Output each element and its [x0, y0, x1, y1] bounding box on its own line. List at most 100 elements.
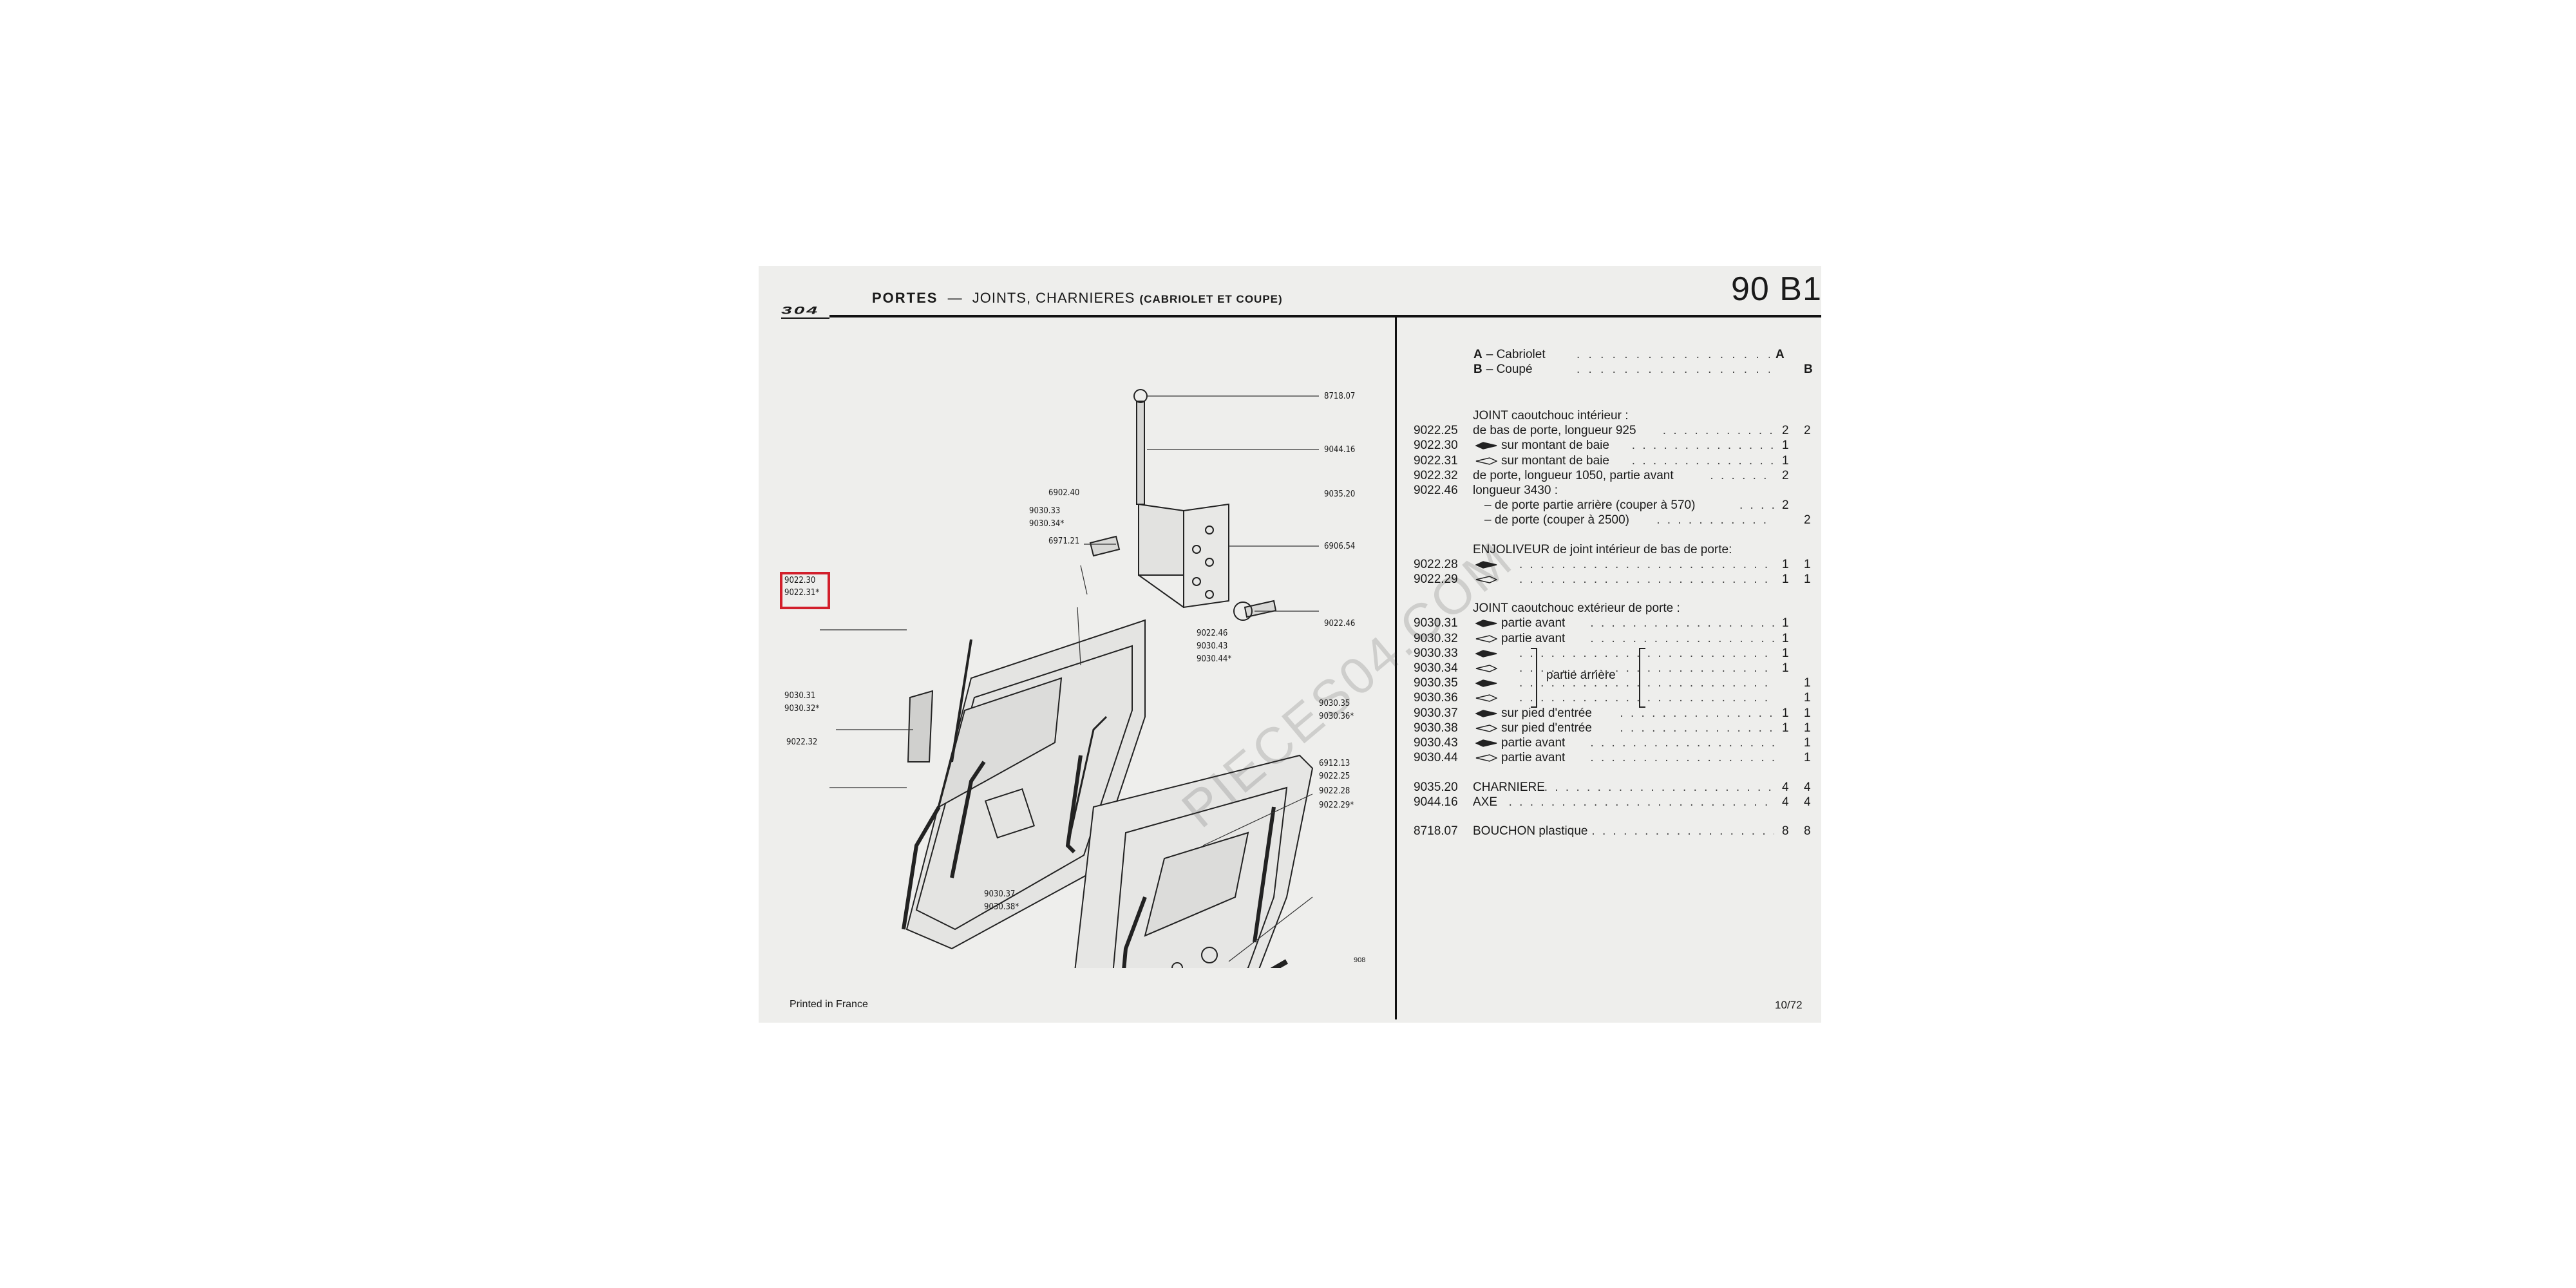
qty-coupe: 4 — [1804, 795, 1811, 809]
group-heading: JOINT caoutchouc extérieur de porte : — [1473, 601, 1680, 616]
part-label-wrap: sur pied d'entrée — [1473, 721, 1592, 735]
leader-dots: . . . . . . . . . . . . . . . . . . . . … — [1656, 513, 1774, 527]
part-ref: 9022.32 — [1414, 468, 1458, 482]
part-label-wrap — [1473, 691, 1501, 705]
part-label-wrap: partie avant — [1473, 736, 1565, 750]
qty-coupe: 1 — [1804, 557, 1811, 571]
title-paren: (CABRIOLET ET COUPE) — [1139, 293, 1283, 305]
part-ref: 9022.46 — [1414, 484, 1458, 497]
callout-9030-34: 9030.34* — [1029, 519, 1065, 529]
left-arrow-icon — [1475, 709, 1497, 717]
legend-line: A– Cabriolet. . . . . . . . . . . . . . … — [1473, 348, 1808, 362]
callout-6906-54: 6906.54 — [1324, 542, 1356, 551]
frame-strip — [907, 690, 934, 762]
leader-dots: . . . . . . . . . . . . . . . . . . . . … — [1519, 676, 1774, 690]
callout-9030-43: 9030.43 — [1197, 641, 1228, 651]
qty-cabriolet: 1 — [1782, 646, 1789, 660]
right-arrow-icon — [1475, 724, 1497, 732]
part-ref: 9030.33 — [1414, 646, 1458, 660]
leader-dots: . . . . . . . . . . . . . . . . . . . . … — [1590, 751, 1774, 765]
callout-9022-46-a: 9022.46 — [1324, 619, 1356, 629]
callout-9030-38: 9030.38* — [984, 902, 1019, 912]
part-ref: 9022.30 — [1414, 439, 1458, 453]
leader-dots: . . . . . . . . . . . . . . . . . . . . … — [1739, 498, 1774, 513]
part-label-wrap: – de porte (couper à 2500) — [1484, 513, 1629, 527]
callout-9022-25: 9022.25 — [1319, 772, 1350, 781]
part-label: CHARNIERE — [1473, 780, 1545, 794]
part-row: 9030.35 . . . . . . . . . . . . . . . . .… — [1414, 676, 1819, 691]
legend-dots: . . . . . . . . . . . . . . . . . . . . … — [1577, 348, 1770, 361]
qty-coupe: 1 — [1804, 721, 1811, 735]
callout-9030-31: 9030.31 — [784, 691, 816, 701]
part-label: – de porte partie arrière (couper à 570) — [1484, 498, 1696, 513]
part-label-wrap: sur montant de baie — [1473, 454, 1609, 468]
qty-coupe: 8 — [1804, 824, 1811, 838]
part-ref: 9022.28 — [1414, 557, 1458, 571]
part-label: partie avant — [1501, 736, 1566, 750]
part-label-wrap: partie avant — [1473, 751, 1565, 765]
bracket-left — [1531, 647, 1537, 708]
rear-door-panel — [905, 619, 1146, 950]
part-label-wrap — [1473, 573, 1501, 587]
legend-mark: B — [1804, 363, 1813, 376]
part-label: de porte, longueur 1050, partie avant — [1473, 468, 1674, 482]
qty-cabriolet: 1 — [1782, 661, 1789, 676]
part-label-wrap — [1473, 676, 1501, 690]
part-row: 9030.31 partie avant . . . . . . . . . . .… — [1414, 616, 1819, 631]
part-ref: 9030.31 — [1414, 616, 1458, 630]
part-label-wrap: AXE — [1473, 795, 1497, 810]
part-row: 9022.32 de porte, longueur 1050, partie a… — [1414, 469, 1819, 484]
callout-9022-46-b: 9022.46 — [1197, 629, 1228, 638]
legend-line: B– Coupé. . . . . . . . . . . . . . . . … — [1473, 363, 1813, 377]
part-label: sur pied d'entrée — [1501, 721, 1592, 735]
left-arrow-icon — [1475, 679, 1497, 688]
header-rule — [829, 315, 1821, 317]
leader-dots: . . . . . . . . . . . . . . . . . . . . … — [1710, 468, 1774, 482]
page-code: 90 B1 — [1731, 270, 1821, 308]
part-row: 9022.28. . . . . . . . . . . . . . . . .… — [1414, 558, 1819, 573]
part-label-wrap: – de porte partie arrière (couper à 570) — [1484, 498, 1695, 513]
leader-dots: . . . . . . . . . . . . . . . . . . . . … — [1519, 691, 1774, 705]
callout-9044-16: 9044.16 — [1324, 445, 1356, 455]
right-arrow-icon — [1475, 576, 1497, 583]
part-ref: 9030.37 — [1414, 706, 1458, 720]
callout-9022-31: 9022.31* — [784, 588, 820, 598]
part-label: AXE — [1473, 795, 1498, 809]
part-ref: 9022.31 — [1414, 453, 1458, 468]
model-logo: 304 — [781, 305, 820, 317]
part-ref: 9022.25 — [1414, 424, 1458, 438]
part-row: – de porte partie arrière (couper à 570)… — [1414, 498, 1819, 513]
part-ref: 9022.29 — [1414, 573, 1458, 587]
part-label: BOUCHON plastique — [1473, 824, 1588, 838]
part-ref: 9035.20 — [1414, 780, 1458, 794]
leader-dots: . . . . . . . . . . . . . . . . . . . . … — [1590, 616, 1774, 630]
title-separator: — — [947, 290, 963, 306]
part-label-wrap: partie avant — [1473, 616, 1565, 630]
qty-coupe: 2 — [1804, 424, 1811, 438]
callout-9022-29: 9022.29* — [1319, 800, 1354, 810]
right-arrow-icon — [1475, 457, 1497, 465]
callout-9030-37: 9030.37 — [984, 889, 1016, 899]
left-arrow-icon — [1475, 442, 1497, 450]
callout-9030-36: 9030.36* — [1319, 712, 1354, 721]
part-label: partie avant — [1501, 616, 1566, 630]
qty-coupe: 1 — [1804, 706, 1811, 720]
part-row: 9030.33. . . . . . . . . . . . . . . . .… — [1414, 647, 1819, 661]
leader-dots: . . . . . . . . . . . . . . . . . . . . … — [1590, 631, 1774, 645]
part-row: 9022.29. . . . . . . . . . . . . . . . .… — [1414, 573, 1819, 587]
part-ref: 9030.34 — [1414, 661, 1458, 676]
part-label-wrap: sur pied d'entrée — [1473, 706, 1592, 721]
part-label-wrap — [1473, 558, 1501, 572]
callout-6971-21: 6971.21 — [1048, 536, 1080, 546]
part-ref: 9030.35 — [1414, 676, 1458, 690]
legend-letter: A — [1473, 348, 1482, 361]
qty-cabriolet: 1 — [1782, 453, 1789, 468]
footer-printed-in: Printed in France — [790, 999, 868, 1010]
page-title: PORTES — JOINTS, CHARNIERES (CABRIOLET E… — [872, 290, 1283, 307]
qty-cabriolet: 1 — [1782, 706, 1789, 720]
